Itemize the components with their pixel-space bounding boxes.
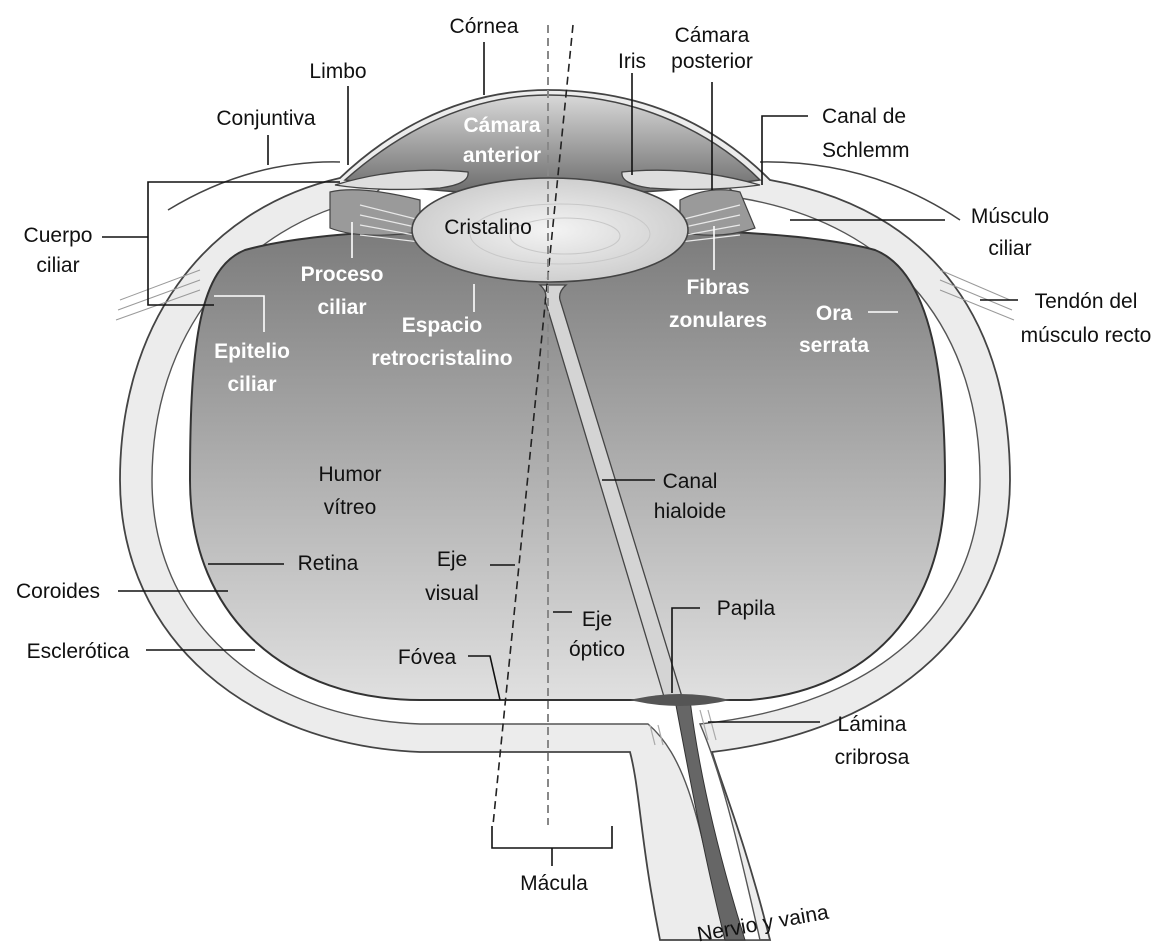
label-limbo: Limbo <box>309 60 366 83</box>
label-lamina-2: cribrosa <box>835 746 910 769</box>
label-cuerpo-ciliar-2: ciliar <box>36 254 79 277</box>
label-ora-serrata-2: serrata <box>799 334 869 357</box>
label-canal-schlemm-2: Schlemm <box>822 139 910 162</box>
label-epitelio-2: ciliar <box>227 373 276 396</box>
label-coroides: Coroides <box>16 580 100 603</box>
label-canal-hialoide-1: Canal <box>663 470 718 493</box>
label-proceso-ciliar-1: Proceso <box>301 263 384 286</box>
label-musculo-ciliar-1: Músculo <box>971 205 1049 228</box>
vitreous-body <box>190 228 945 700</box>
label-humor-1: Humor <box>318 463 381 486</box>
label-papila: Papila <box>717 597 776 620</box>
label-camara-posterior-2: posterior <box>671 50 753 73</box>
schlemm-leader <box>762 116 808 185</box>
label-cuerpo-ciliar-1: Cuerpo <box>24 224 93 247</box>
label-lamina-1: Lámina <box>838 713 907 736</box>
label-espacio-2: retrocristalino <box>371 347 512 370</box>
label-conjuntiva: Conjuntiva <box>216 107 316 130</box>
label-retina: Retina <box>298 552 359 575</box>
label-epitelio-1: Epitelio <box>214 340 290 363</box>
label-eje-visual-2: visual <box>425 582 479 605</box>
label-tendon-2: músculo recto <box>1021 324 1152 347</box>
label-cristalino: Cristalino <box>444 216 532 239</box>
label-ora-serrata-1: Ora <box>816 302 853 325</box>
label-fibras-zonulares-1: Fibras <box>686 276 749 299</box>
label-fovea: Fóvea <box>398 646 457 669</box>
label-fibras-zonulares-2: zonulares <box>669 309 767 332</box>
label-cornea: Córnea <box>450 15 519 38</box>
label-macula: Mácula <box>520 872 588 895</box>
label-iris: Iris <box>618 50 646 73</box>
label-espacio-1: Espacio <box>402 314 483 337</box>
label-camara-posterior-1: Cámara <box>675 24 750 47</box>
label-camara-anterior-1: Cámara <box>463 114 540 137</box>
label-musculo-ciliar-2: ciliar <box>988 237 1031 260</box>
label-eje-visual-1: Eje <box>437 548 467 571</box>
label-tendon-1: Tendón del <box>1035 290 1138 313</box>
ciliary-body-left <box>330 190 420 235</box>
label-proceso-ciliar-2: ciliar <box>317 296 366 319</box>
label-esclerotica: Esclerótica <box>27 640 130 663</box>
label-canal-hialoide-2: hialoide <box>654 500 726 523</box>
label-camara-anterior-2: anterior <box>463 144 541 167</box>
label-canal-schlemm-1: Canal de <box>822 105 906 128</box>
label-humor-2: vítreo <box>324 496 377 519</box>
label-eje-optico-1: Eje <box>582 608 612 631</box>
label-eje-optico-2: óptico <box>569 638 625 661</box>
macula-bracket <box>492 826 612 848</box>
